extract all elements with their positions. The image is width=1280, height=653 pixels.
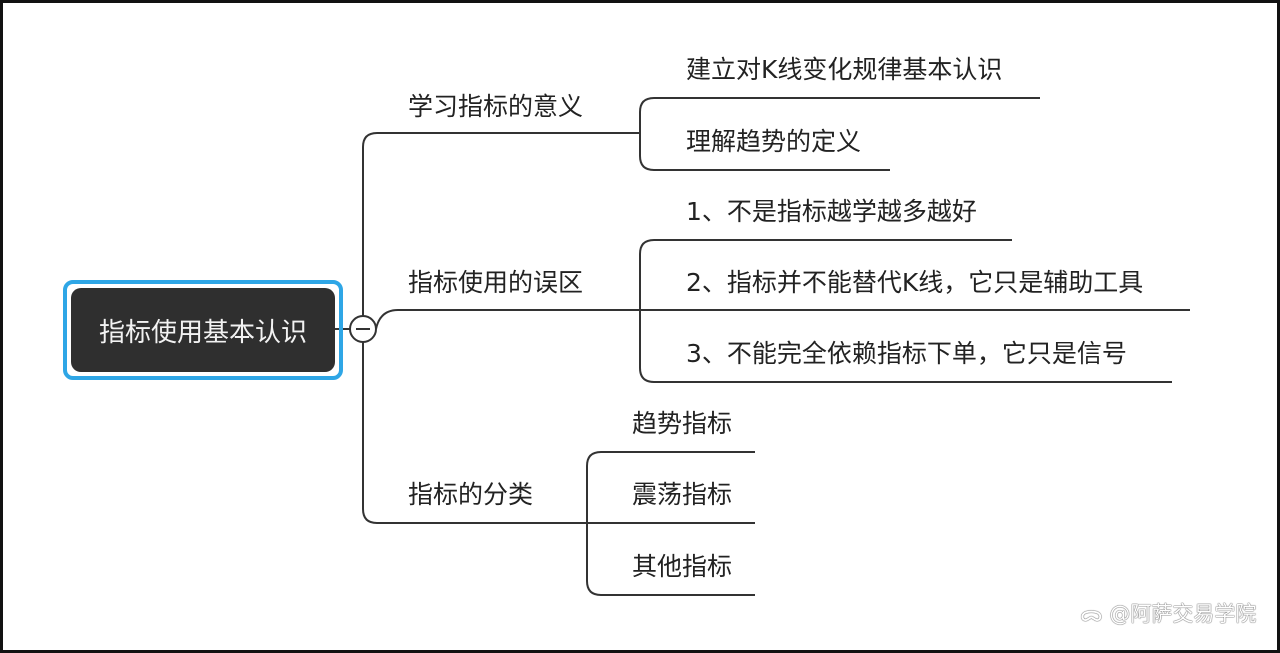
child-label[interactable]: 震荡指标 (632, 480, 733, 509)
child-label[interactable]: 理解趋势的定义 (686, 127, 862, 156)
root-node[interactable]: 指标使用基本认识 (71, 288, 335, 372)
root-node-selection (63, 280, 343, 380)
branch-label[interactable]: 指标使用的误区 (408, 268, 584, 297)
watermark-text: @阿萨交易学院 (1109, 602, 1257, 626)
branch-label[interactable]: 指标的分类 (408, 480, 534, 509)
weibo-icon: ᯅ (1080, 602, 1110, 626)
child-label[interactable]: 3、不能完全依赖指标下单，它只是信号 (686, 339, 1127, 368)
root-label: 指标使用基本认识 (98, 317, 307, 348)
branch-label[interactable]: 学习指标的意义 (408, 92, 584, 121)
child-label[interactable]: 建立对K线变化规律基本认识 (686, 55, 1003, 84)
child-label[interactable]: 1、不是指标越学越多越好 (686, 197, 977, 226)
trunk-down (362, 342, 587, 524)
collapse-button[interactable] (349, 315, 377, 343)
child-label[interactable]: 2、指标并不能替代K线，它只是辅助工具 (686, 268, 1144, 297)
trunk-up (362, 132, 640, 316)
child-label[interactable]: 趋势指标 (632, 409, 733, 438)
branch-2-connector (375, 309, 1190, 330)
watermark: ᯅ @阿萨交易学院 (1080, 598, 1256, 628)
child-label[interactable]: 其他指标 (632, 552, 733, 581)
